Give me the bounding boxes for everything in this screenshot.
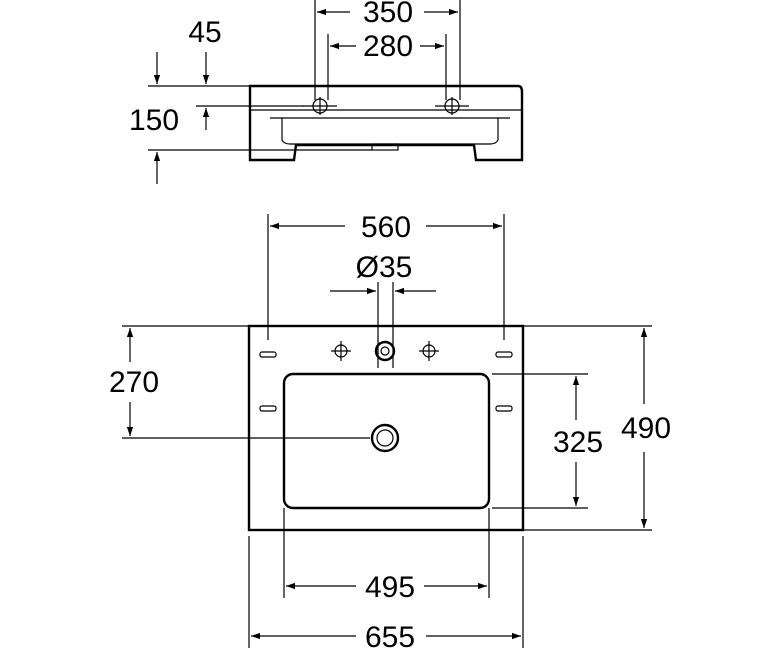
dim-490: 490: [621, 412, 671, 445]
tap-hole-right-icon: [435, 97, 469, 115]
dim-270: 270: [109, 366, 159, 399]
side-view: [148, 0, 524, 184]
plan-view: [122, 214, 652, 648]
tap-hole-side-left-icon: [331, 341, 351, 361]
dim-655: 655: [365, 621, 415, 650]
dim-150: 150: [129, 104, 179, 137]
drain-icon: [370, 423, 400, 453]
dim-45: 45: [188, 16, 221, 49]
dim-diameter-35: Ø35: [356, 251, 413, 284]
dim-560: 560: [361, 211, 411, 244]
fixing-hole-icon: [259, 351, 513, 412]
dim-280: 280: [363, 30, 413, 63]
dim-325: 325: [553, 426, 603, 459]
dim-495: 495: [365, 571, 415, 604]
tap-hole-side-right-icon: [419, 341, 439, 361]
tap-hole-left-icon: [303, 97, 337, 115]
dim-350: 350: [363, 0, 413, 29]
tap-hole-center-icon: [374, 340, 396, 362]
